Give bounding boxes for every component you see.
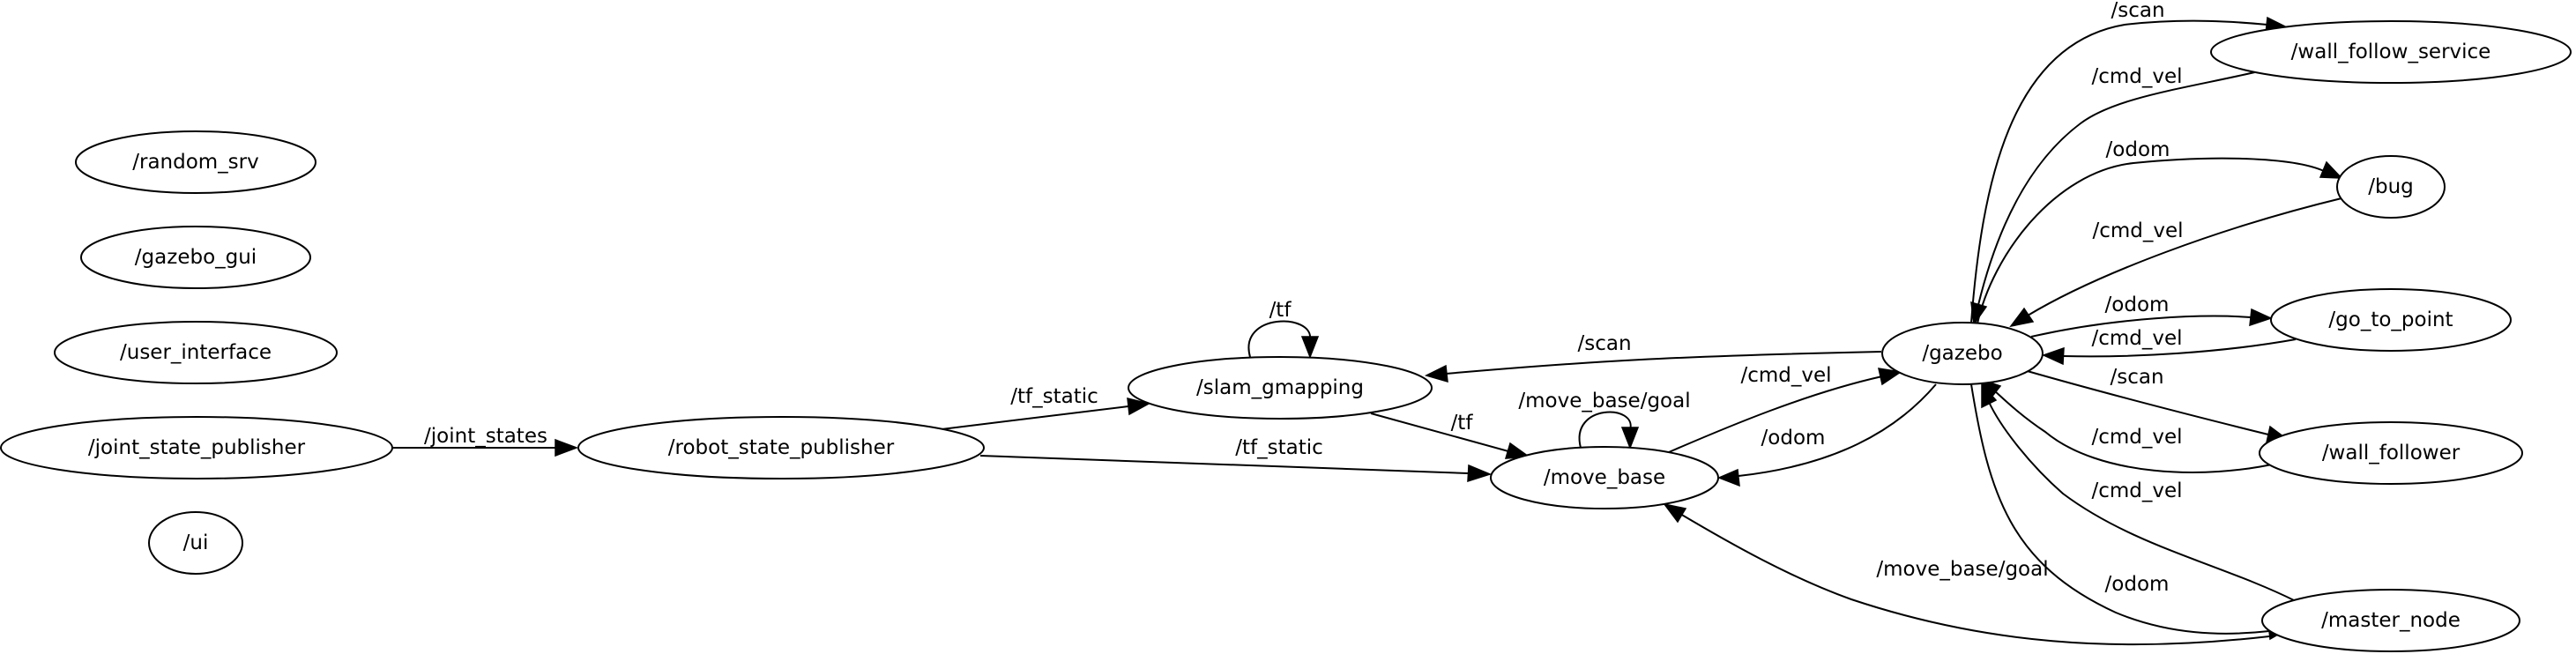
node-random-srv: /random_srv (75, 130, 316, 194)
node-label-gazebo-gui: /gazebo_gui (135, 246, 257, 269)
edge-label-movebase-cmd-vel: /cmd_vel (1740, 364, 1831, 387)
edge-label-gazebo-odom-master: /odom (2105, 573, 2170, 596)
edge-movebase-cmd-vel: /cmd_vel (1668, 364, 1903, 453)
edge-gazebo-odom-bug: /odom (1977, 138, 2343, 324)
node-label-move-base: /move_base (1544, 466, 1665, 489)
node-label-go-to-point: /go_to_point (2328, 308, 2453, 331)
edge-label-movebase-goal-self: /move_base/goal (1518, 390, 1690, 412)
edge-gazebo-odom-movebase: /odom (1717, 383, 1937, 487)
node-label-slam-gmapping: /slam_gmapping (1196, 376, 1364, 399)
edge-label-rsp-tf-static-movebase: /tf_static (1235, 436, 1323, 459)
edge-slam-tf-self: /tf (1247, 299, 1320, 360)
edge-label-master-goal-movebase: /move_base/goal (1876, 558, 2048, 581)
edge-label-gtp-cmd-vel: /cmd_vel (2091, 327, 2182, 350)
edge-label-master-cmd-vel: /cmd_vel (2091, 479, 2182, 502)
node-label-wall-follow-service: /wall_follow_service (2291, 41, 2491, 63)
node-bug: /bug (2336, 155, 2446, 219)
edge-joint-states: /joint_states (393, 425, 579, 457)
edge-label-gazebo-odom-gtp: /odom (2105, 294, 2170, 316)
edge-label-slam-tf-self: /tf (1269, 299, 1292, 322)
edge-rsp-tf-static-slam: /tf_static (941, 385, 1151, 430)
node-label-wall-follower: /wall_follower (2322, 442, 2461, 464)
edge-label-joint-states: /joint_states (424, 425, 547, 448)
edge-wfs-cmd-vel: /cmd_vel (1970, 65, 2260, 327)
node-label-master-node: /master_node (2321, 609, 2461, 632)
edge-label-wf-cmd-vel: /cmd_vel (2091, 426, 2182, 449)
edge-gazebo-odom-master: /odom (1970, 383, 2290, 641)
edge-label-gazebo-odom-bug: /odom (2106, 138, 2170, 161)
node-gazebo: /gazebo (1881, 322, 2044, 385)
edge-gtp-cmd-vel: /cmd_vel (2041, 327, 2297, 366)
edge-label-bug-cmd-vel: /cmd_vel (2092, 219, 2183, 242)
node-go-to-point: /go_to_point (2270, 288, 2512, 352)
node-label-user-interface: /user_interface (120, 341, 272, 364)
node-label-bug: /bug (2368, 175, 2414, 198)
edge-label-slam-tf-movebase: /tf (1451, 412, 1474, 435)
node-move-base: /move_base (1490, 446, 1719, 509)
node-master-node: /master_node (2261, 589, 2520, 652)
edge-wf-cmd-vel: /cmd_vel (1978, 377, 2281, 473)
node-slam-gmapping: /slam_gmapping (1128, 356, 1433, 420)
edge-gazebo-odom-gtp: /odom (2030, 294, 2274, 338)
edge-label-rsp-tf-static-slam: /tf_static (1010, 385, 1098, 408)
edge-master-cmd-vel: /cmd_vel (1981, 383, 2297, 602)
node-user-interface: /user_interface (54, 321, 338, 384)
node-joint-state-publisher: /joint_state_publisher (0, 416, 393, 479)
edge-label-wfs-cmd-vel: /cmd_vel (2091, 65, 2182, 88)
node-label-random-srv: /random_srv (132, 151, 259, 174)
node-wall-follow-service: /wall_follow_service (2210, 20, 2572, 84)
edge-label-gazebo-scan-wf: /scan (2110, 366, 2163, 389)
edge-rsp-tf-static-movebase: /tf_static (979, 436, 1493, 483)
node-label-robot-state-publisher: /robot_state_publisher (668, 436, 895, 459)
edge-label-gazebo-odom-movebase: /odom (1761, 427, 1826, 450)
node-label-gazebo: /gazebo (1922, 342, 2002, 365)
edge-movebase-goal-self: /move_base/goal (1518, 390, 1691, 450)
edge-label-gazebo-scan-wfs: /scan (2111, 0, 2164, 22)
edge-label-gazebo-scan-slam: /scan (1577, 332, 1631, 355)
edge-gazebo-scan-wfs: /scan (1970, 0, 2289, 323)
node-gazebo-gui: /gazebo_gui (80, 226, 311, 289)
node-ui: /ui (148, 511, 243, 575)
node-label-joint-state-publisher: /joint_state_publisher (88, 436, 306, 459)
node-wall-follower: /wall_follower (2259, 421, 2523, 485)
edge-bug-cmd-vel: /cmd_vel (2009, 197, 2342, 328)
edge-slam-tf-movebase: /tf (1370, 412, 1531, 459)
node-robot-state-publisher: /robot_state_publisher (577, 416, 985, 479)
node-label-ui: /ui (183, 531, 209, 554)
edge-master-goal-movebase: /move_base/goal (1663, 502, 2270, 646)
edge-gazebo-scan-slam: /scan (1424, 332, 1882, 383)
